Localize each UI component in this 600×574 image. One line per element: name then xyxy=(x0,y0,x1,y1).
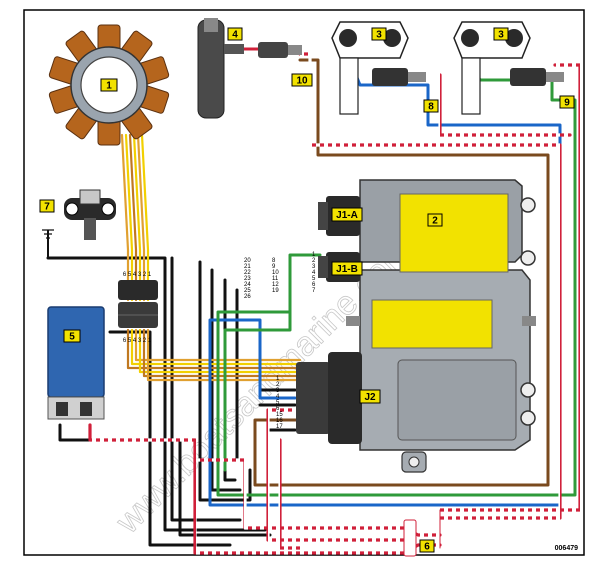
harness-8-badge-label: 8 xyxy=(428,102,434,113)
voltage-regulator: 5 xyxy=(47,306,105,420)
pin-label: 25 xyxy=(244,288,251,294)
pin-label: 17 xyxy=(276,424,283,430)
pin-label: 5 xyxy=(276,400,280,406)
coil-a-badge xyxy=(371,27,387,41)
pin-column-b: 8 9 10 11 12 19 xyxy=(272,258,279,294)
coil-b-badge xyxy=(493,27,509,41)
regulator-badge-label: 5 xyxy=(69,332,75,343)
j1a-badge xyxy=(331,207,363,222)
stator-pins-bottom: 6 5 4 3 2 1 xyxy=(123,338,152,344)
j1a-label: J1-A xyxy=(336,210,358,221)
j1b-label: J1-B xyxy=(336,264,358,275)
fuel-pump-badge-label: 4 xyxy=(232,30,238,41)
pin-label: 2 xyxy=(276,382,280,388)
fuel-pump-badge xyxy=(227,27,243,41)
ignition-coil-a: 3 8 xyxy=(331,21,439,115)
crank-sensor-badge-label: 7 xyxy=(44,202,50,213)
harness-9-badge xyxy=(559,95,575,109)
pin-label: 21 xyxy=(244,264,251,270)
pin-label: 5 xyxy=(312,276,316,282)
pin-label: 23 xyxy=(244,276,251,282)
pin-label: 6 xyxy=(312,282,316,288)
stator: 1 xyxy=(48,24,170,146)
ignition-coil-b: 3 9 xyxy=(453,21,575,115)
stator-pins-top: 6 5 4 3 2 1 xyxy=(123,272,152,278)
ground-bus-badge-label: 6 xyxy=(424,542,430,553)
red-white-wires xyxy=(88,52,582,555)
regulator-badge xyxy=(63,329,81,343)
pin-label: 7 xyxy=(312,288,316,294)
pin-label: 4 xyxy=(276,394,280,400)
j1b-badge xyxy=(331,261,363,276)
pin-label: 19 xyxy=(272,288,279,294)
ecm-module: 2 xyxy=(346,179,536,473)
pin-label: 24 xyxy=(244,282,251,288)
fuel-pump-connector: 10 xyxy=(258,42,313,87)
drawing-number: 006479 xyxy=(555,545,578,552)
harness-10-badge xyxy=(291,73,313,87)
j2-badge xyxy=(359,389,381,404)
j2-connector: J2 xyxy=(296,352,381,444)
pin-label: 10 xyxy=(272,270,279,276)
pin-label: 9 xyxy=(272,264,276,270)
pin-label: 3 xyxy=(276,388,280,394)
coil-b-badge-label: 3 xyxy=(498,30,504,41)
pin-label: 22 xyxy=(244,270,251,276)
fuel-pump: 4 xyxy=(197,18,258,119)
pin-column-c: 1 2 3 4 5 6 7 xyxy=(312,252,316,294)
pin-label: 12 xyxy=(272,282,279,288)
pin-label: 2 xyxy=(312,258,316,264)
ecm-badge xyxy=(427,213,443,227)
pin-label: 1 xyxy=(276,376,280,382)
ground-symbol-icon xyxy=(42,229,54,239)
pin-label: 3 xyxy=(312,264,316,270)
pin-label: 16 xyxy=(276,418,283,424)
pin-label: 26 xyxy=(244,294,251,300)
crank-sensor: 7 xyxy=(39,189,116,258)
pin-label: 11 xyxy=(272,276,279,282)
stator-badge-label: 1 xyxy=(106,81,112,92)
j1b-connector: J1-B xyxy=(318,252,363,282)
wires xyxy=(46,52,582,555)
ecm-badge-label: 2 xyxy=(432,216,438,227)
j1a-connector: J1-A xyxy=(318,196,363,236)
ground-bus-badge xyxy=(419,539,435,553)
pin-label: 15 xyxy=(276,412,283,418)
pin-label: 8 xyxy=(272,258,276,264)
pin-label: 4 xyxy=(312,270,316,276)
pin-label: 1 xyxy=(312,252,316,258)
pin-column-j2: 1 2 3 4 5 6 15 16 17 xyxy=(276,376,283,430)
crank-sensor-badge xyxy=(39,199,55,213)
harness-8-badge xyxy=(423,99,439,113)
stator-badge xyxy=(100,78,118,92)
pin-label: 20 xyxy=(244,258,251,264)
pin-column-a: 20 21 22 23 24 25 26 xyxy=(244,258,251,300)
stator-connector: 6 5 4 3 2 1 6 5 4 3 2 1 xyxy=(118,272,158,344)
harness-10-badge-label: 10 xyxy=(296,76,308,87)
j2-label: J2 xyxy=(364,392,376,403)
coil-a-badge-label: 3 xyxy=(376,30,382,41)
pin-label: 6 xyxy=(276,406,280,412)
harness-9-badge-label: 9 xyxy=(564,98,570,109)
ground-bus: 6 xyxy=(403,519,435,557)
